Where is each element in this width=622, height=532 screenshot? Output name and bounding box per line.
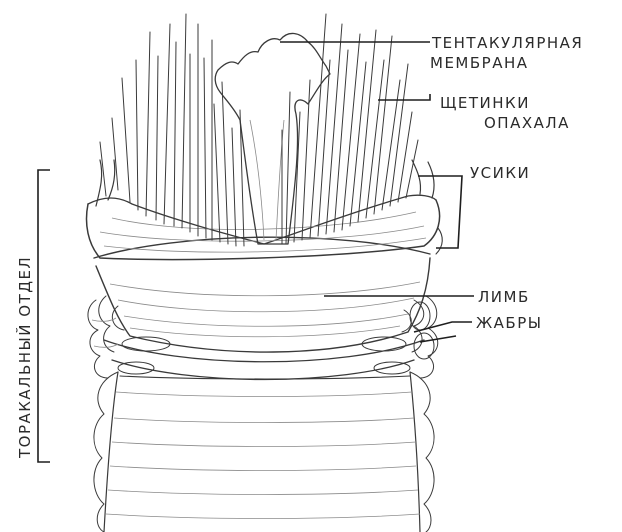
fan-bristles-left xyxy=(100,14,244,246)
leader-gills xyxy=(414,322,472,342)
fan-bristles-right xyxy=(282,14,418,244)
limb-collar xyxy=(94,237,430,352)
label-fan-bristles-1: ЩЕТИНКИ xyxy=(440,94,530,112)
label-limb: ЛИМБ xyxy=(478,288,530,306)
gill-band xyxy=(104,337,424,380)
label-thoracic-section: ТОРАКАЛЬНЫЙ ОТДЕЛ xyxy=(15,256,34,459)
label-gills: ЖАБРЫ xyxy=(476,314,543,332)
label-tentacle-membrane-1: ТЕНТАКУЛЯРНАЯ xyxy=(431,34,583,52)
labels: ТЕНТАКУЛЯРНАЯ МЕМБРАНА ЩЕТИНКИ ОПАХАЛА У… xyxy=(15,34,583,459)
worm-drawing xyxy=(87,14,443,532)
thoracic-bracket xyxy=(38,170,50,462)
label-tentacle-membrane-2: МЕМБРАНА xyxy=(430,54,529,72)
label-antennae: УСИКИ xyxy=(470,164,530,182)
body-segments xyxy=(94,372,434,532)
label-fan-bristles-2: ОПАХАЛА xyxy=(484,114,570,132)
